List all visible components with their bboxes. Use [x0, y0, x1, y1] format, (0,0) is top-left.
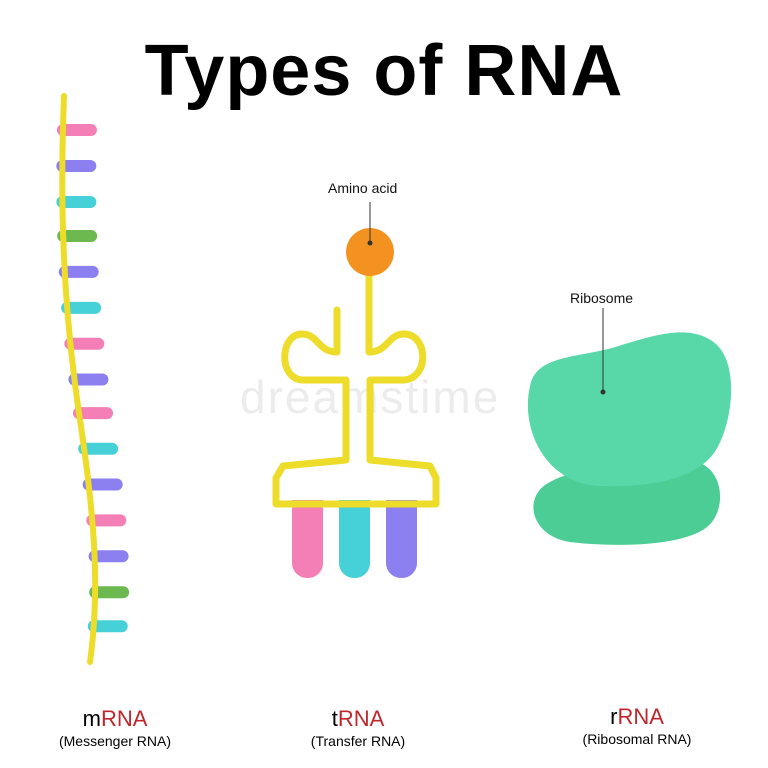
diagram-title: Types of RNA — [144, 31, 624, 111]
mrna-fullname: (Messenger RNA) — [58, 733, 172, 749]
ribosome — [527, 308, 732, 545]
amino-acid-circle — [346, 228, 394, 276]
ribosome-pointer-dot — [600, 389, 606, 395]
rrna-label-group: rRNA (Ribosomal RNA) — [542, 704, 732, 748]
mrna-backbone — [59, 93, 99, 665]
mrna-core: RNA — [100, 706, 148, 731]
mrna-prefix: m — [82, 706, 101, 731]
trna-anticodon-arms — [292, 500, 417, 578]
mrna-bases — [56, 123, 130, 633]
ribosome-label: Ribosome — [570, 290, 634, 306]
trna-structure — [272, 202, 440, 578]
amino-acid-pointer-dot — [367, 240, 373, 246]
trna-name: tRNA — [263, 706, 453, 732]
mrna-label-group: mRNA (Messenger RNA) — [20, 706, 210, 750]
rrna-fullname: (Ribosomal RNA) — [582, 731, 692, 747]
trna-cloverleaf — [272, 272, 440, 508]
rrna-name: rRNA — [542, 704, 732, 730]
rrna-core: RNA — [617, 704, 664, 729]
trna-prefix: t — [331, 706, 338, 731]
mrna-name: mRNA — [20, 706, 210, 732]
amino-acid-label: Amino acid — [328, 180, 398, 196]
ribosome-large-subunit — [527, 332, 732, 487]
rrna-prefix: r — [610, 704, 618, 729]
trna-core: RNA — [337, 706, 385, 731]
trna-fullname: (Transfer RNA) — [310, 733, 406, 749]
trna-label-group: tRNA (Transfer RNA) — [263, 706, 453, 750]
